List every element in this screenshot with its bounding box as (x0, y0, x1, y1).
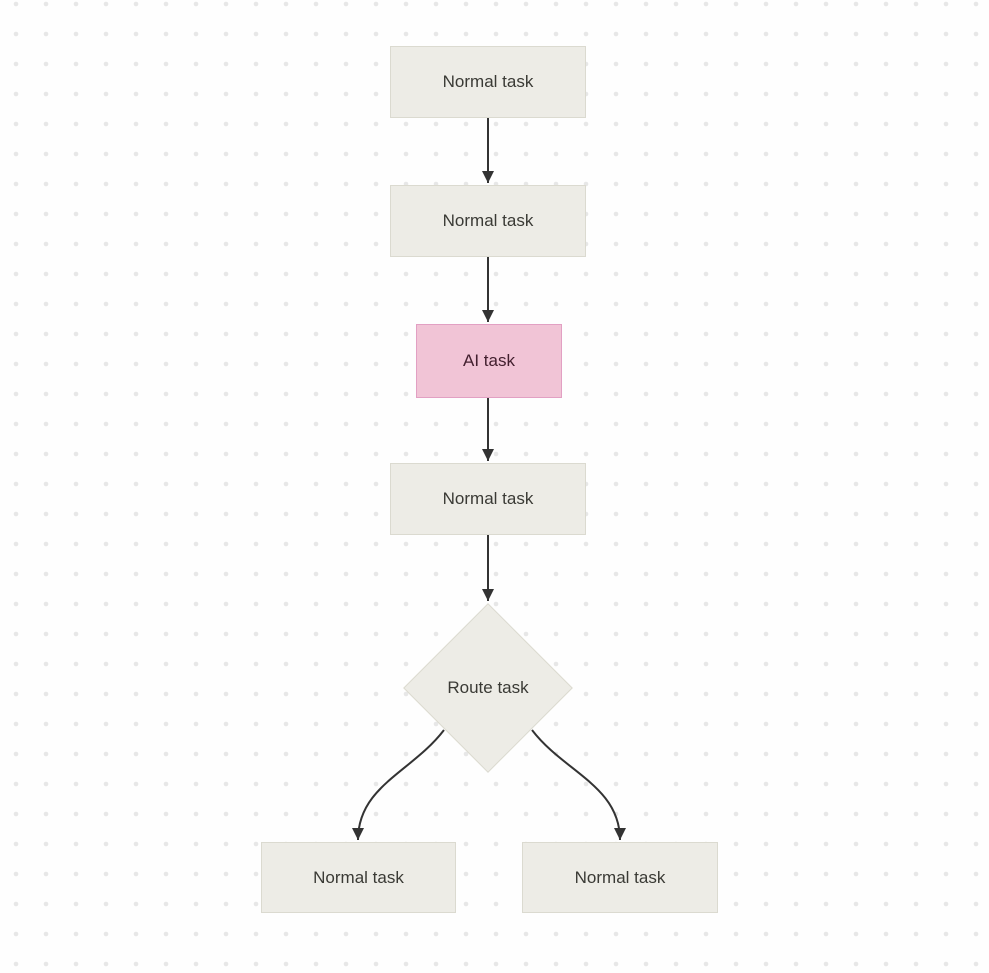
node-label: Route task (447, 678, 529, 697)
node-label: Normal task (442, 489, 534, 508)
node-normal-task-5[interactable]: Normal task (522, 842, 718, 913)
node-label: Normal task (442, 72, 534, 91)
node-ai-task[interactable]: AI task (416, 324, 562, 398)
edge-e-f (352, 729, 445, 841)
node-normal-task-3[interactable]: Normal task (390, 463, 586, 535)
edge-e-g (531, 729, 626, 841)
node-label: AI task (463, 351, 515, 370)
node-label: Normal task (313, 867, 404, 887)
node-normal-task-2[interactable]: Normal task (390, 185, 586, 257)
node-label: Normal task (442, 211, 534, 230)
node-normal-task-1[interactable]: Normal task (390, 46, 586, 118)
node-route-task[interactable]: Route task (403, 676, 573, 700)
node-label: Normal task (574, 867, 666, 887)
node-normal-task-4[interactable]: Normal task (261, 842, 456, 913)
